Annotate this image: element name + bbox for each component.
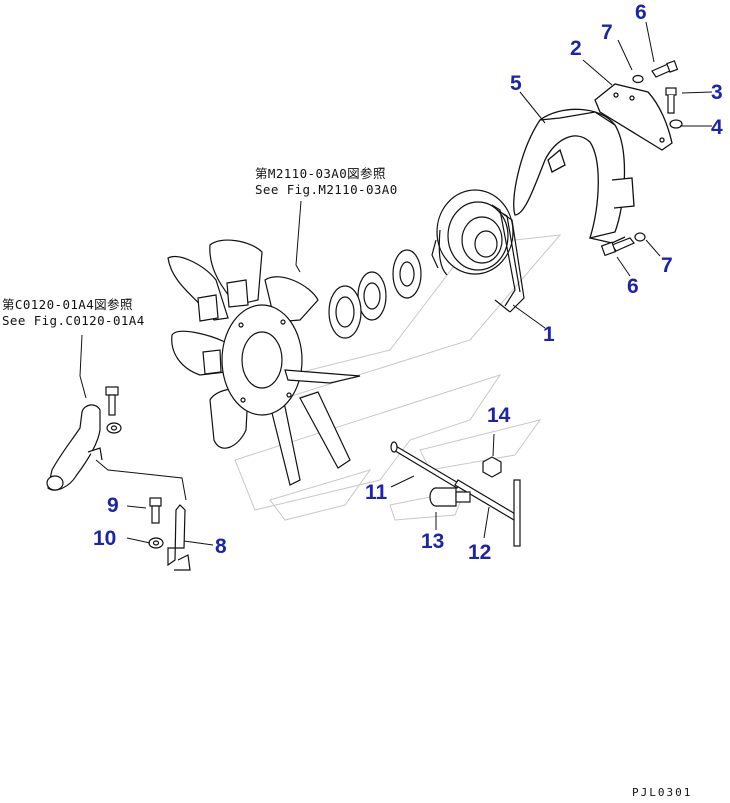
- v-belt-part: [431, 189, 525, 313]
- fan-assembly: [167, 239, 361, 486]
- callout-13: 13: [421, 530, 445, 553]
- callout-5: 5: [510, 72, 522, 95]
- callout-6-bottom: 6: [627, 275, 639, 298]
- hose-reference-note: 第C0120-01A4図参照 See Fig.C0120-01A4: [2, 297, 145, 329]
- hose-reference-line1: 第C0120-01A4図参照: [2, 297, 133, 312]
- callout-12: 12: [468, 541, 492, 564]
- leader-lines: [79, 21, 713, 546]
- callout-7-bottom: 7: [661, 254, 673, 277]
- lower-left-parts: [46, 386, 191, 571]
- bracket-plate-part: [594, 83, 673, 151]
- callout-3: 3: [711, 81, 723, 104]
- fan-guard-part: [513, 108, 635, 244]
- callout-8: 8: [215, 535, 227, 558]
- hose-reference-line2: See Fig.C0120-01A4: [2, 313, 145, 328]
- lower-right-hardware: [390, 441, 521, 547]
- callout-11: 11: [365, 481, 388, 504]
- fan-reference-line1: 第M2110-03A0図参照: [255, 166, 386, 181]
- callout-4: 4: [711, 116, 723, 139]
- callout-10: 10: [93, 527, 117, 550]
- callout-9: 9: [107, 494, 119, 517]
- callout-6-top: 6: [635, 1, 647, 24]
- callout-7-top: 7: [601, 21, 613, 44]
- callout-1: 1: [543, 323, 555, 346]
- fan-reference-line2: See Fig.M2110-03A0: [255, 182, 398, 197]
- callout-2: 2: [570, 37, 582, 60]
- page-code: PJL0301: [632, 786, 693, 799]
- callout-14: 14: [487, 404, 511, 427]
- fan-reference-note: 第M2110-03A0図参照 See Fig.M2110-03A0: [255, 166, 398, 198]
- spacer-flanges: [328, 249, 422, 339]
- upper-hardware: [600, 60, 683, 257]
